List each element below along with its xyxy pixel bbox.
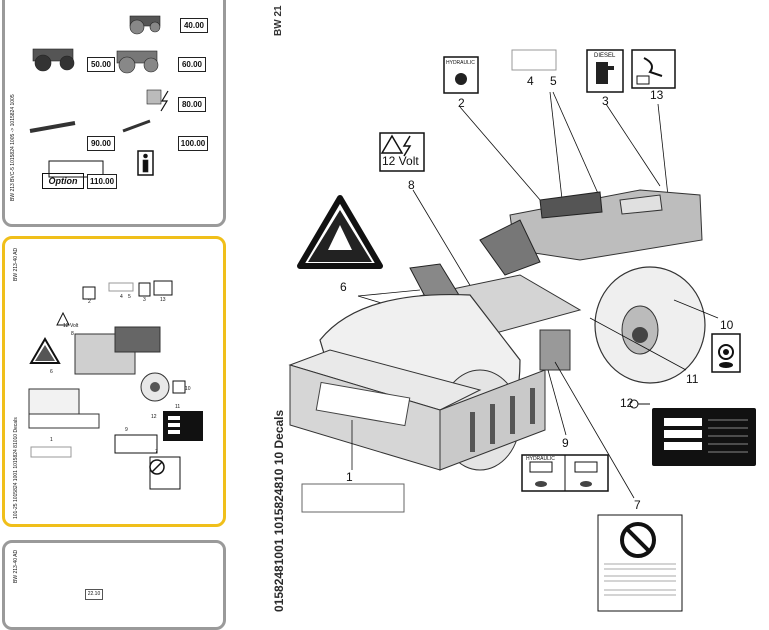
thumb2-callout-5: 5	[128, 294, 131, 300]
code-110: 110.00	[87, 174, 117, 189]
thumb2-callout-9: 9	[125, 427, 128, 433]
thumb2-volt-label: 12 Volt	[63, 323, 79, 329]
code-90: 90.00	[87, 136, 115, 151]
option-label: Option	[42, 173, 84, 189]
callout-2: 2	[458, 96, 465, 110]
code-80: 80.00	[178, 97, 206, 112]
callout-9: 9	[562, 436, 569, 450]
thumb2-callout-3: 3	[143, 297, 146, 303]
callout-11: 11	[686, 372, 699, 386]
hydraulic-fill-label: HYDRAULIC	[526, 456, 555, 462]
callout-4: 4	[527, 74, 534, 88]
type-plate-icon	[652, 408, 756, 466]
code-100: 100.00	[178, 136, 208, 151]
blank-label-icon	[511, 49, 557, 71]
thumb2-callout-6: 6	[50, 369, 53, 375]
callout-8: 8	[408, 178, 415, 192]
hydraulic-label: HYDRAULIC	[446, 60, 475, 66]
code-50: 50.00	[87, 57, 115, 72]
thumb1-side-text: BW 213 BVC-5 1015824 1005 -> 1015824 100…	[10, 94, 16, 201]
thumb2-top-text: BW 213-40 AD	[13, 247, 19, 281]
page-thumbnail-2-selected[interactable]: BW 213-40 AD 12 Volt 2 4 5 3 13 8 6 10 1…	[2, 236, 226, 527]
callout-13: 13	[650, 88, 664, 102]
thumb2-callout-1: 1	[50, 437, 53, 443]
code-60: 60.00	[178, 57, 206, 72]
blank-plate-icon	[301, 483, 405, 513]
no-ride-warning-icon	[597, 514, 683, 612]
thumb2-callout-11: 11	[175, 404, 181, 410]
grease-point-icon	[711, 333, 741, 373]
thumb2-callout-12: 12	[151, 414, 157, 420]
lock-lever-icon	[631, 49, 676, 89]
thumb2-callout-10: 10	[185, 386, 191, 392]
callout-10: 10	[720, 318, 734, 332]
diesel-label: DIESEL	[594, 53, 616, 59]
volt-label: 12 Volt	[382, 154, 419, 168]
callout-7: 7	[634, 498, 641, 512]
callout-1: 1	[346, 470, 353, 484]
callout-12: 12	[620, 396, 634, 410]
page-thumbnail-3[interactable]: BW 213-40 AD 22.10	[2, 540, 226, 630]
thumb1-drawing	[29, 15, 169, 178]
main-side-title: 01582481001 1015824810 10 Decals	[272, 409, 286, 612]
main-header: BW 21	[273, 5, 284, 36]
thumb2-callout-7: 7	[155, 449, 158, 455]
thumb2-callout-8: 8	[71, 331, 74, 337]
thumb2-callout-2: 2	[88, 299, 91, 305]
code-40: 40.00	[180, 18, 208, 33]
thumb2-callout-13: 13	[160, 297, 166, 303]
thumb2-drawing	[28, 280, 203, 490]
thumb3-top-text: BW 213-40 AD	[13, 549, 19, 583]
thumb2-side-text: 101-25 1015824 1001 1015824 81010 Decals	[13, 417, 19, 519]
crush-warning-icon	[297, 195, 383, 269]
callout-3: 3	[602, 94, 609, 108]
thumb2-callout-4: 4	[120, 294, 123, 300]
page-thumbnail-1[interactable]: 40.00 50.00 60.00 80.00 90.00 100.00 Opt…	[2, 0, 226, 227]
thumb3-code: 22.10	[85, 589, 103, 600]
callout-6: 6	[340, 280, 347, 294]
callout-5: 5	[550, 74, 557, 88]
